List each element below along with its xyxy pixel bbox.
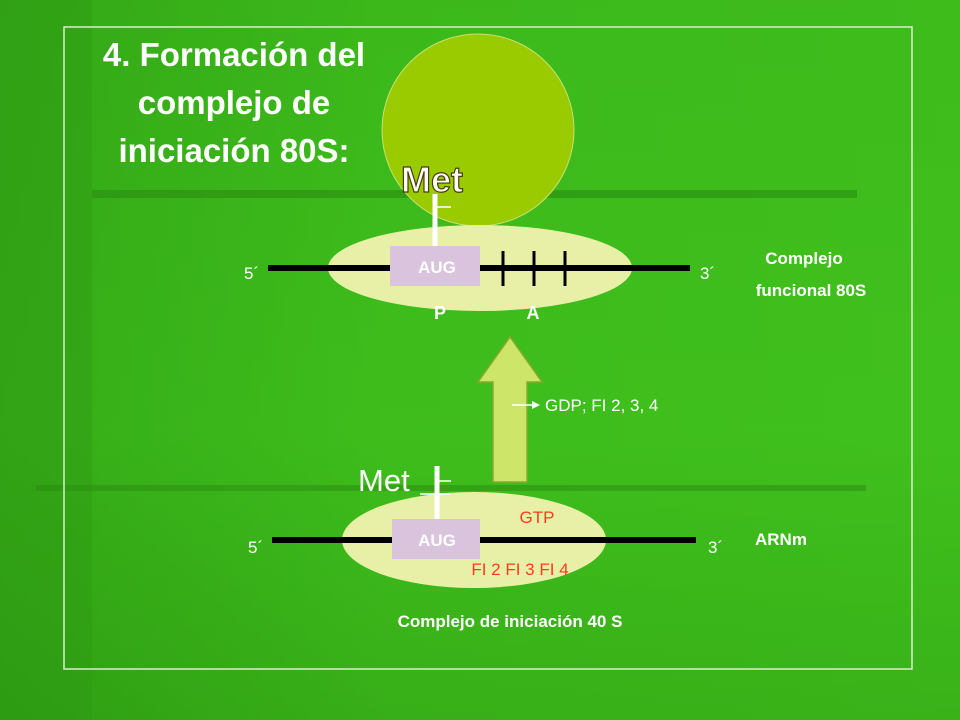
title-line-1: 4. Formación del	[103, 36, 365, 73]
codon-aug-bottom: AUG	[418, 531, 456, 550]
caption-40s: Complejo de iniciación 40 S	[398, 612, 623, 631]
label-80s-line-2: funcional 80S	[756, 281, 867, 300]
five-prime-bottom: 5´	[248, 538, 263, 557]
gtp-label: GTP	[520, 508, 555, 527]
title-line-2: complejo de	[138, 84, 331, 121]
codon-aug-top: AUG	[418, 258, 456, 277]
initiation-factors: FI 2 FI 3 FI 4	[471, 560, 568, 579]
released-factors: GDP; FI 2, 3, 4	[545, 396, 658, 415]
codon-box-bottom	[392, 519, 480, 559]
three-prime-bottom: 3´	[708, 538, 723, 557]
three-prime-top: 3´	[700, 264, 715, 283]
site-p-label: P	[434, 303, 446, 323]
mrna-label: ARNm	[755, 530, 807, 549]
slide-title: 4. Formación del complejo de iniciación …	[103, 36, 365, 169]
title-line-3: iniciación 80S:	[118, 132, 349, 169]
met-label-top: Met	[401, 159, 463, 200]
shadow-bar-bottom	[36, 485, 866, 491]
five-prime-top: 5´	[244, 264, 259, 283]
codon-box-top	[390, 246, 480, 286]
left-strip	[0, 0, 92, 720]
met-label-bottom: Met	[358, 463, 410, 498]
release-arrow-head	[532, 401, 540, 409]
slide-frame	[63, 26, 913, 670]
assembly-arrow	[476, 335, 544, 483]
site-a-label: A	[527, 303, 540, 323]
label-80s-line-1: Complejo	[765, 249, 842, 268]
